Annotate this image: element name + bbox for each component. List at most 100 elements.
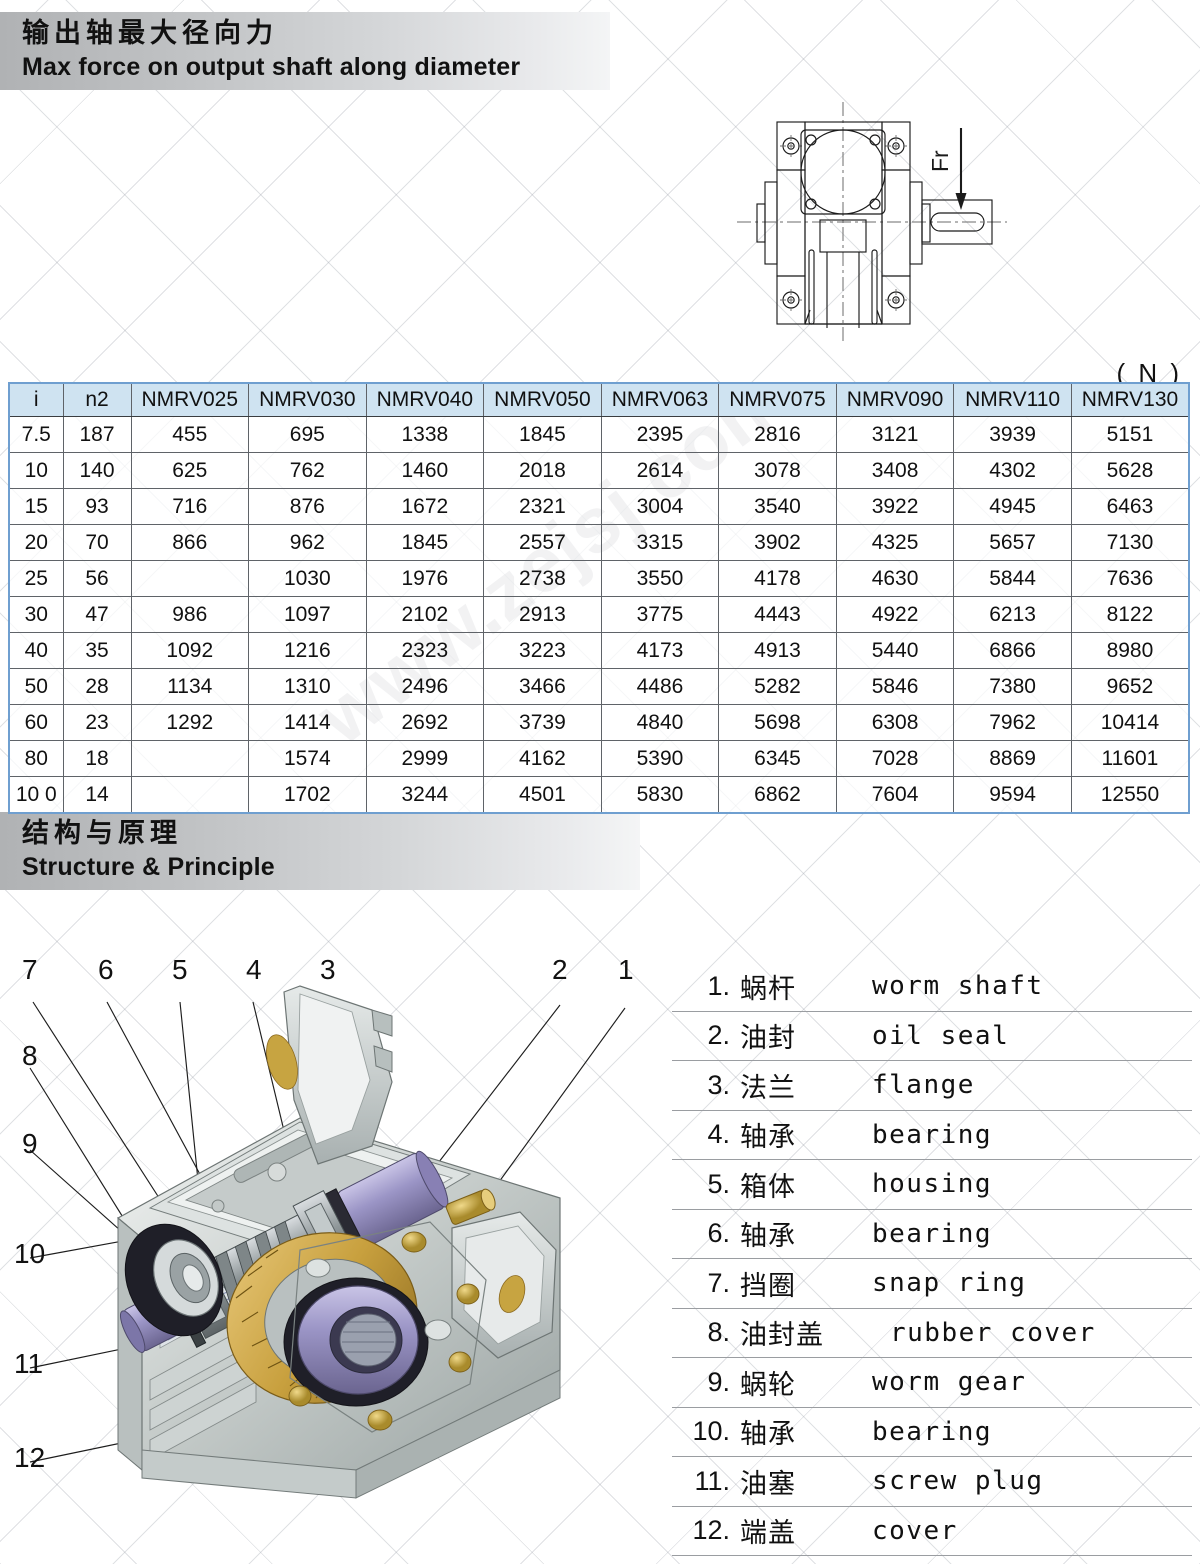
cell-force: 1574 <box>248 740 367 777</box>
cell-n2: 93 <box>62 488 132 525</box>
section-title-cn: 输出轴最大径向力 <box>22 18 278 49</box>
cell-force: 4922 <box>835 596 955 633</box>
cell-force: 1134 <box>130 668 250 705</box>
cell-force: 1292 <box>130 704 250 741</box>
cell-force: 3550 <box>600 560 720 597</box>
cell-force: 5830 <box>600 776 720 814</box>
cell-force: 4443 <box>718 596 837 633</box>
cell-force: 2018 <box>483 452 602 489</box>
cell-force: 2321 <box>483 488 602 525</box>
cell-force: 4630 <box>835 560 955 597</box>
cell-force: 5440 <box>835 632 955 669</box>
cell-force <box>130 776 250 814</box>
cell-force: 3244 <box>365 776 485 814</box>
cell-ratio: 80 <box>8 740 64 777</box>
legend-number: 11. <box>694 1465 730 1496</box>
cell-force: 7380 <box>953 668 1072 705</box>
cell-force: 10414 <box>1070 704 1190 741</box>
legend-label-cn: 油封 <box>740 1023 796 1055</box>
cell-force: 7962 <box>953 704 1072 741</box>
cell-force: 1702 <box>248 776 367 814</box>
cell-n2: 18 <box>62 740 132 777</box>
cell-force: 1845 <box>483 416 602 453</box>
legend-label-en: screw plug <box>872 1466 1044 1497</box>
legend-number: 12. <box>692 1515 730 1546</box>
cell-force: 3902 <box>718 524 837 561</box>
cell-force: 2102 <box>365 596 485 633</box>
cell-force: 2999 <box>365 740 485 777</box>
cell-force: 3315 <box>600 524 720 561</box>
cell-force: 6213 <box>953 596 1072 633</box>
legend-label-cn: 轴承 <box>740 1122 796 1154</box>
cell-force: 962 <box>248 524 367 561</box>
legend-label-cn: 油塞 <box>740 1468 796 1500</box>
cell-force: 1338 <box>365 416 485 453</box>
legend-label-cn: 法兰 <box>740 1072 796 1104</box>
legend-label-en: flange <box>872 1070 975 1101</box>
cell-force: 2496 <box>365 668 485 705</box>
cell-n2: 47 <box>62 596 132 633</box>
legend-number: 9. <box>707 1366 730 1397</box>
cell-n2: 140 <box>62 452 132 489</box>
legend-number: 10. <box>692 1416 730 1447</box>
cell-force: 1310 <box>248 668 367 705</box>
cell-ratio: 25 <box>8 560 64 597</box>
callout-5: 5 <box>172 954 188 985</box>
section-title-en: Max force on output shaft along diameter <box>22 52 521 81</box>
force-arrow-label-fr: Fr <box>927 150 953 172</box>
cell-ratio: 60 <box>8 704 64 741</box>
cell-force: 5151 <box>1070 416 1190 453</box>
cell-force: 2557 <box>483 524 602 561</box>
callout-11: 11 <box>14 1348 44 1379</box>
cell-force: 7636 <box>1070 560 1190 597</box>
legend-number: 1. <box>707 970 730 1001</box>
cell-ratio: 20 <box>8 524 64 561</box>
legend-number: 8. <box>707 1317 730 1348</box>
legend-label-cn: 油封盖 <box>740 1320 824 1352</box>
cell-force: 866 <box>130 524 250 561</box>
legend-label-cn: 挡圈 <box>740 1270 796 1302</box>
cell-force: 3004 <box>600 488 720 525</box>
cell-force: 625 <box>130 452 250 489</box>
legend-label-cn: 轴承 <box>740 1221 796 1253</box>
cell-force: 3121 <box>835 416 955 453</box>
cell-force: 1414 <box>248 704 367 741</box>
legend-item-12: 12. 端盖 cover <box>672 1507 1192 1556</box>
cell-force: 12550 <box>1070 776 1190 814</box>
legend-label-en: housing <box>872 1169 993 1200</box>
gearbox-front-view-drawing: Fr <box>735 100 1025 345</box>
cell-force: 8980 <box>1070 632 1190 669</box>
cell-force: 4173 <box>600 632 720 669</box>
table-header-nmrv110: NMRV110 <box>953 382 1072 417</box>
cell-force: 3939 <box>953 416 1072 453</box>
callout-10: 10 <box>14 1238 46 1269</box>
legend-number: 6. <box>707 1218 730 1249</box>
cell-force: 5390 <box>600 740 720 777</box>
table-header-n2: n2 <box>62 382 132 417</box>
cell-ratio: 50 <box>8 668 64 705</box>
cell-force: 986 <box>130 596 250 633</box>
cell-ratio: 30 <box>8 596 64 633</box>
table-header-nmrv063: NMRV063 <box>600 382 720 417</box>
legend-label-en: cover <box>872 1515 958 1546</box>
legend-label-cn: 端盖 <box>740 1518 796 1550</box>
legend-number: 3. <box>707 1069 730 1100</box>
table-header-nmrv040: NMRV040 <box>365 382 485 417</box>
cell-force: 5657 <box>953 524 1072 561</box>
cell-force: 695 <box>248 416 367 453</box>
table-header-nmrv090: NMRV090 <box>835 382 955 417</box>
cell-force: 3223 <box>483 632 602 669</box>
cell-force: 2395 <box>600 416 720 453</box>
legend-item-11: 11. 油塞 screw plug <box>672 1457 1192 1507</box>
callout-4: 4 <box>246 954 262 985</box>
cell-force: 8869 <box>953 740 1072 777</box>
legend-label-en: snap ring <box>872 1268 1027 1299</box>
